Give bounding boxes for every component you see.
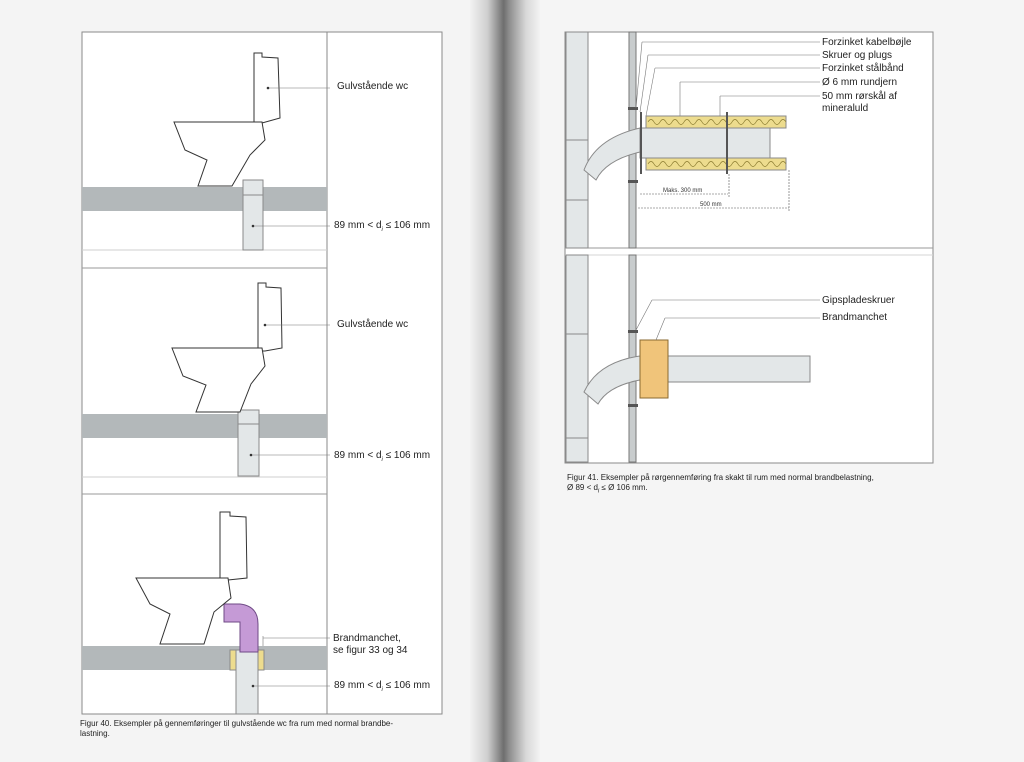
label-diameter-2-sub: i xyxy=(381,457,383,463)
label-diameter-3: 89 mm < di ≤ 106 mm xyxy=(334,680,430,696)
label-forzinket-staalbaand: Forzinket stålbånd xyxy=(822,63,904,74)
label-diameter-2-a: 89 mm < d xyxy=(334,450,382,461)
label-diameter-1-b: ≤ 106 mm xyxy=(382,220,431,231)
label-gulvstaaende-wc-2: Gulvstående wc xyxy=(337,319,409,330)
panel-3-wc xyxy=(82,511,330,715)
figure-41-caption-sub: i xyxy=(597,488,600,495)
label-rundjern: Ø 6 mm rundjern xyxy=(822,77,898,88)
figure-41-caption: Figur 41. Eksempler på rørgennemføring f… xyxy=(567,473,927,497)
panel-1-wc xyxy=(82,52,330,251)
label-brandmanchet-2: se figur 33 og 34 xyxy=(333,645,408,656)
dimension-500: 500 mm xyxy=(700,202,722,208)
label-diameter-3-a: 89 mm < d xyxy=(334,680,382,691)
upper-detail xyxy=(565,31,820,249)
dimension-maks-300: Maks. 300 mm xyxy=(663,188,703,194)
panel-2-wc xyxy=(82,282,330,477)
figure-41-caption-line1: Figur 41. Eksempler på rørgennemføring f… xyxy=(567,473,874,482)
figure-41-caption-line2-a: Ø 89 < d xyxy=(567,483,598,492)
figure-41-caption-line2-b: ≤ Ø 106 mm. xyxy=(599,483,648,492)
figure-40-caption-line1: Figur 40. Eksempler på gennemføringer ti… xyxy=(80,719,394,728)
label-diameter-2: 89 mm < di ≤ 106 mm xyxy=(334,450,430,466)
label-diameter-1: 89 mm < di ≤ 106 mm xyxy=(334,220,430,236)
label-roerskaal: 50 mm rørskål af xyxy=(822,91,898,102)
lower-detail xyxy=(565,254,820,463)
figure-40-caption-line2: lastning. xyxy=(80,729,110,738)
label-diameter-3-sub: i xyxy=(381,687,383,693)
label-diameter-1-sub: i xyxy=(381,227,383,233)
label-brandmanchet-1: Brandmanchet, xyxy=(333,633,401,644)
figure-40-caption: Figur 40. Eksempler på gennemføringer ti… xyxy=(80,719,460,739)
label-forzinket-kabelbojle: Forzinket kabelbøjle xyxy=(822,37,912,48)
label-brandmanchet: Brandmanchet xyxy=(822,312,888,323)
label-skruer-og-plugs: Skruer og plugs xyxy=(822,50,893,61)
book-gutter xyxy=(470,0,540,762)
figure-41-caption-line2: Ø 89 < di ≤ Ø 106 mm. xyxy=(567,483,927,497)
label-gulvstaaende-wc-1: Gulvstående wc xyxy=(337,81,409,92)
label-diameter-3-b: ≤ 106 mm xyxy=(382,680,431,691)
label-diameter-2-b: ≤ 106 mm xyxy=(382,450,431,461)
label-gipspladeskruer: Gipspladeskruer xyxy=(822,295,895,306)
label-diameter-1-a: 89 mm < d xyxy=(334,220,382,231)
label-mineraluld: mineraluld xyxy=(822,103,869,114)
